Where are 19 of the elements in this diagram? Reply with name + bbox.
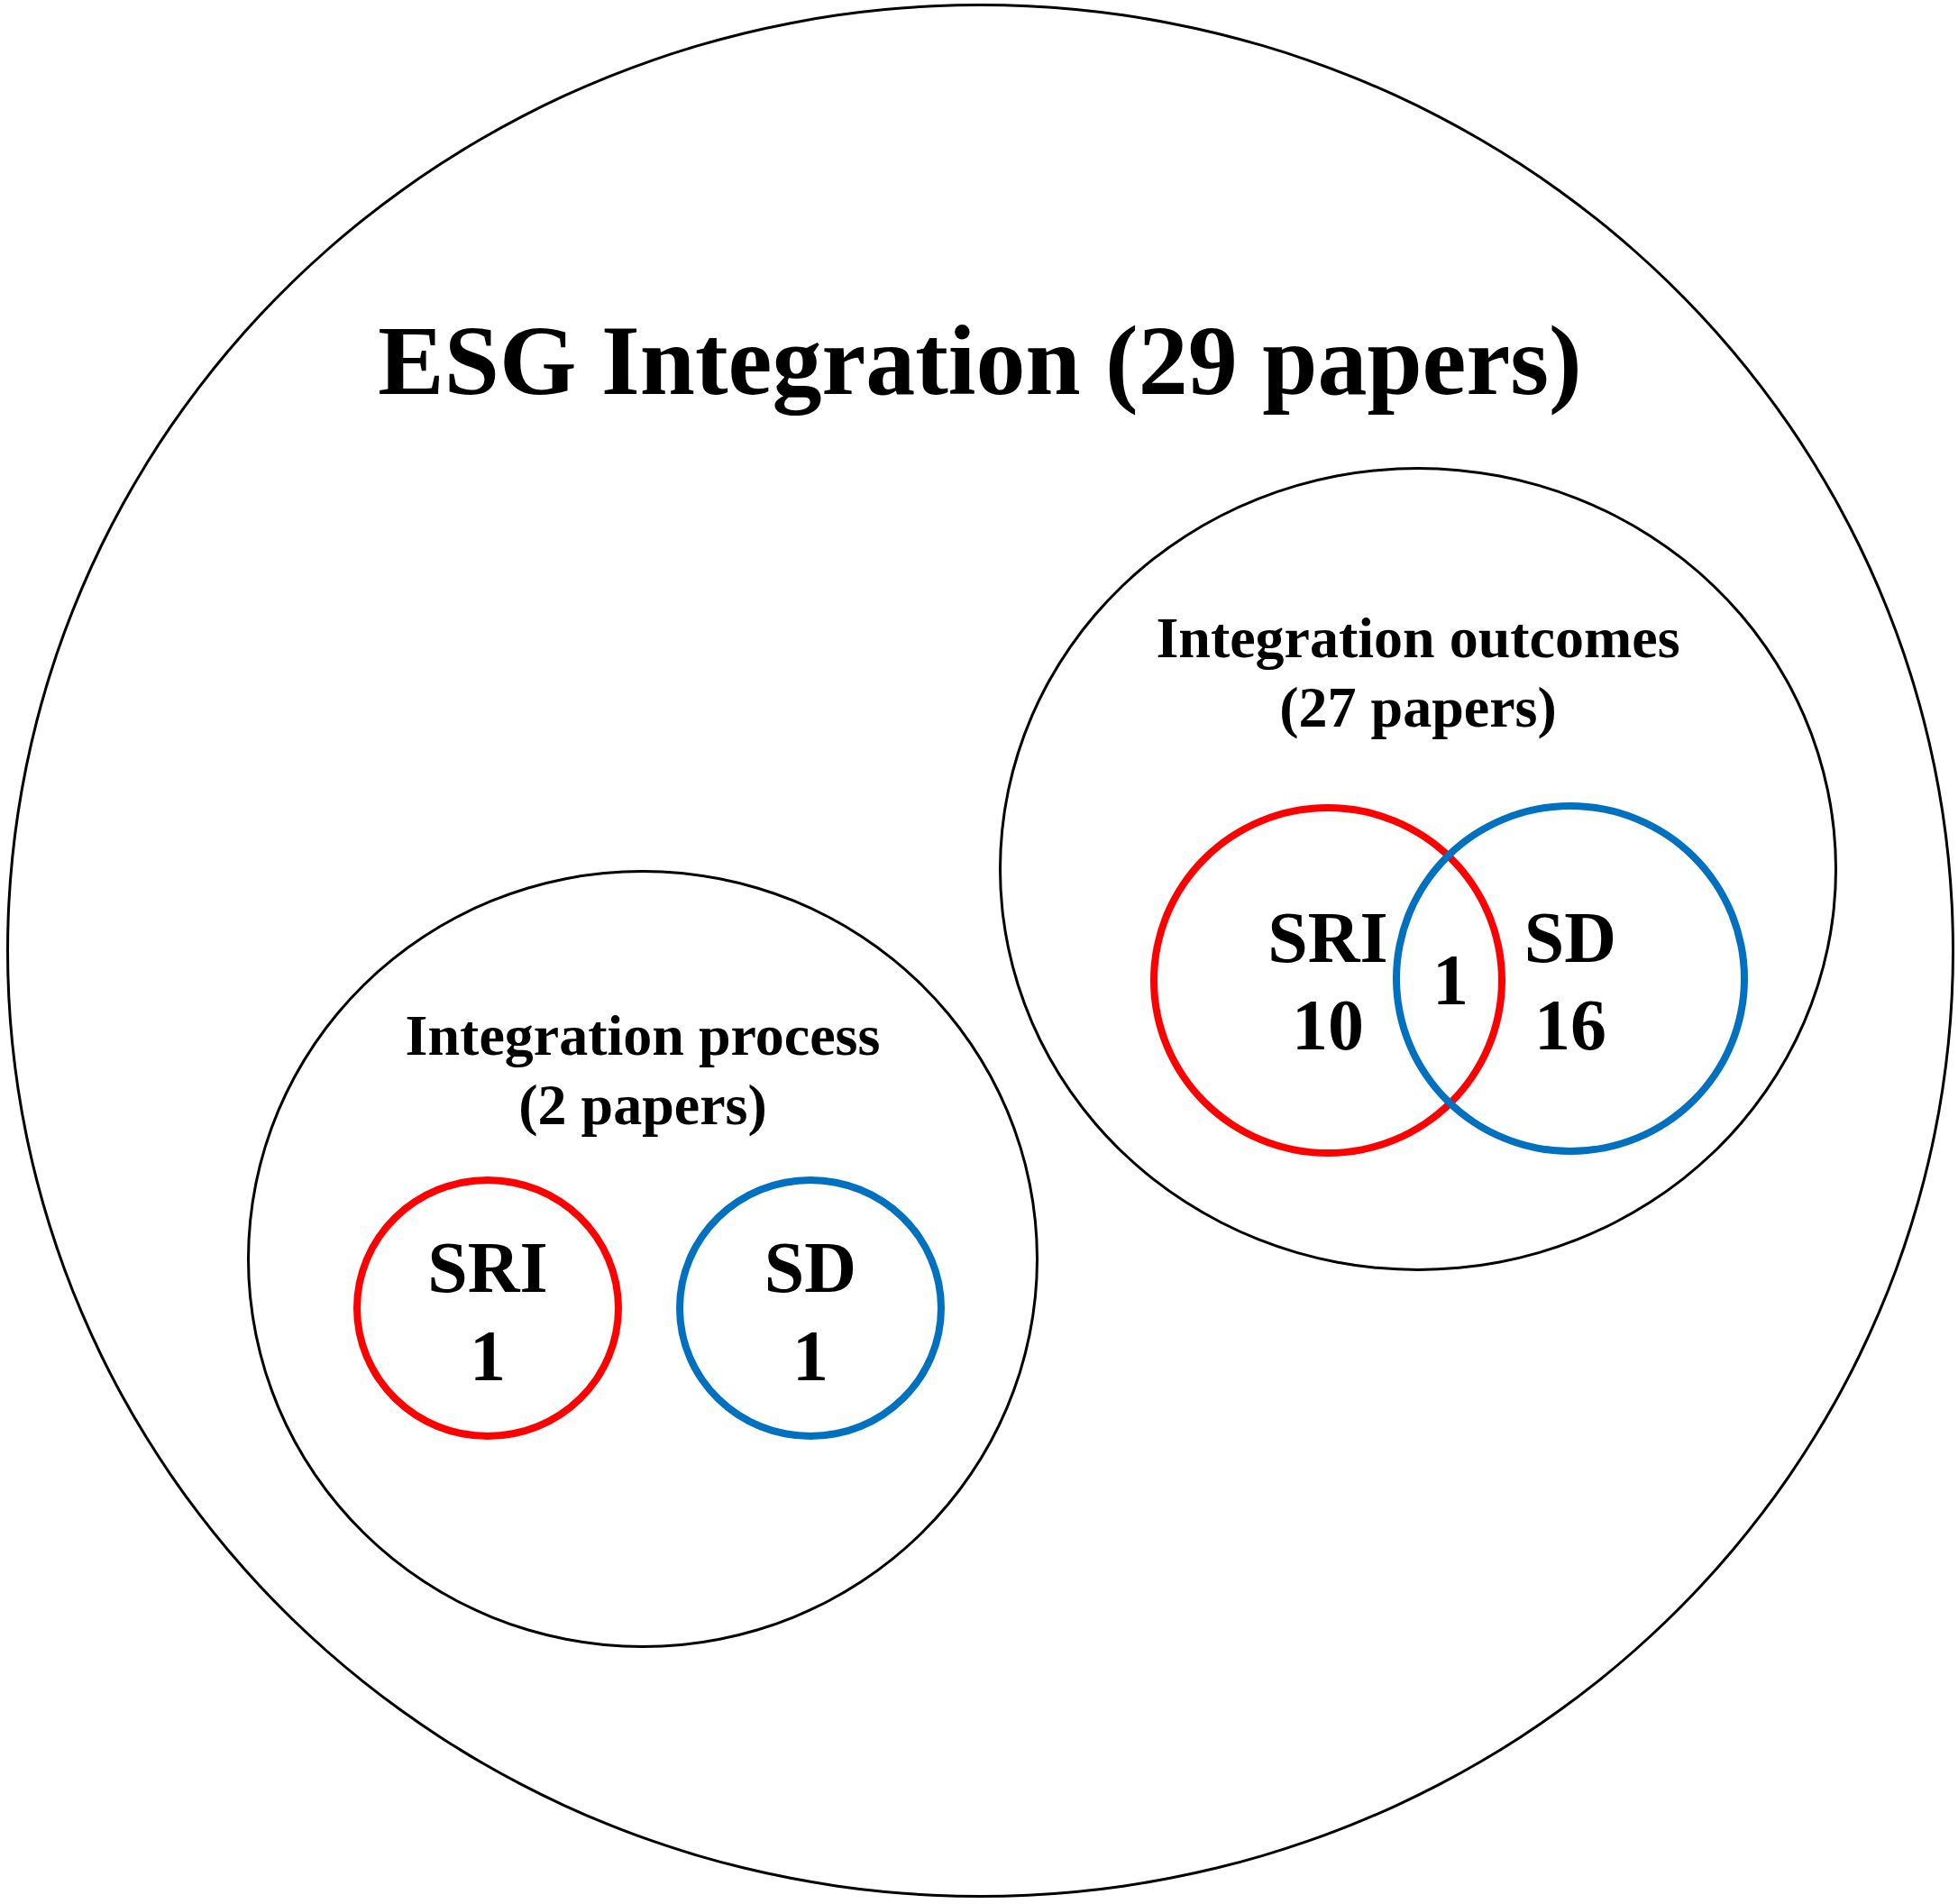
group-label: Integration outcomes (27 papers) xyxy=(1155,605,1681,741)
paper-count: 10 xyxy=(1292,984,1364,1066)
venn-circle xyxy=(353,1176,622,1440)
paper-count: 1 xyxy=(792,1315,828,1397)
outer-ellipse xyxy=(6,4,1954,1898)
venn-circle xyxy=(1150,804,1505,1157)
set-label: SRI xyxy=(427,1227,548,1309)
set-label: SRI xyxy=(1267,897,1388,979)
venn-circle xyxy=(676,1176,945,1440)
group-label: Integration process (2 papers) xyxy=(404,1002,882,1139)
group-label: ESG Integration (29 papers) xyxy=(378,305,1582,417)
paper-count: 16 xyxy=(1534,984,1606,1066)
overlap-count: 1 xyxy=(1432,939,1468,1021)
venn-circle xyxy=(1393,802,1748,1155)
set-label: SD xyxy=(1523,897,1617,979)
group-ellipse xyxy=(999,467,1837,1271)
group-ellipse xyxy=(247,870,1038,1648)
paper-count: 1 xyxy=(470,1315,506,1397)
set-label: SD xyxy=(764,1227,857,1309)
